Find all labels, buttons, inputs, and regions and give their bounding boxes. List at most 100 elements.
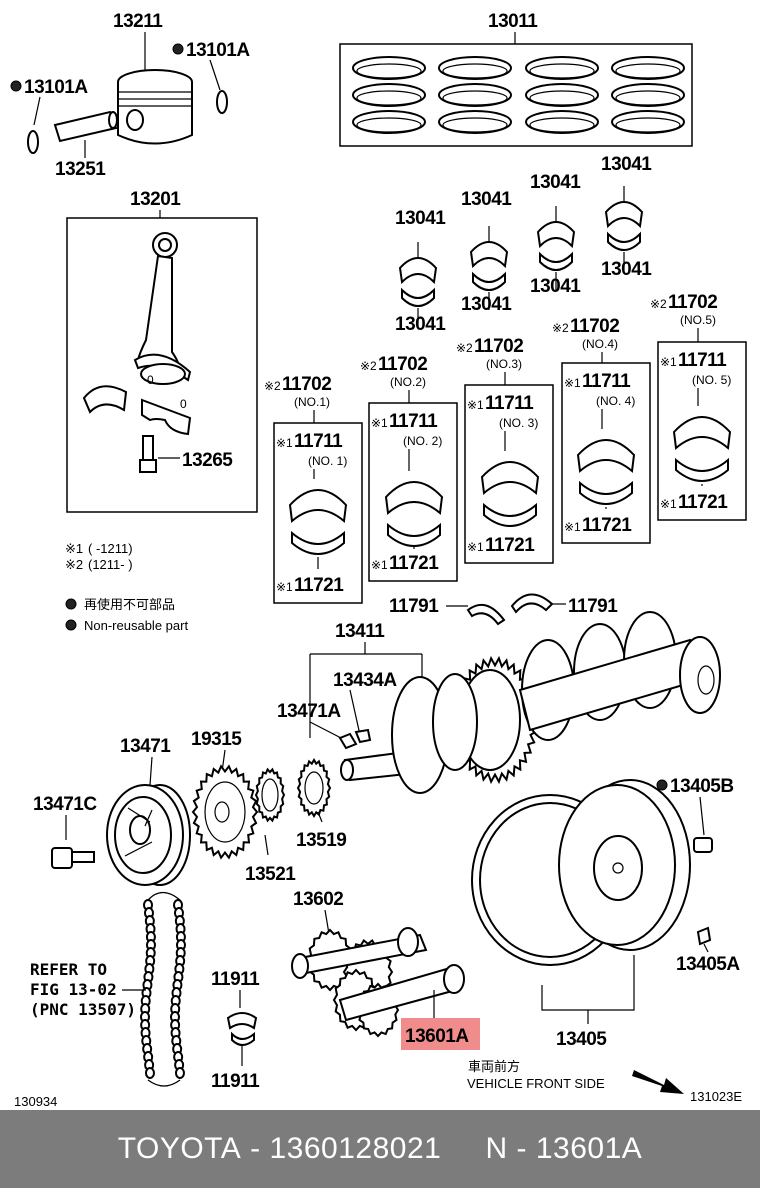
main-bearing-box bbox=[273, 422, 363, 604]
bearing-plug[interactable] bbox=[226, 1012, 258, 1046]
label-13041-a[interactable]: 13041 bbox=[395, 208, 447, 229]
flywheel[interactable] bbox=[558, 779, 691, 951]
label-11711: 11711 bbox=[582, 371, 631, 392]
flywheel-bolt[interactable] bbox=[693, 837, 713, 853]
label-13519[interactable]: 13519 bbox=[296, 830, 347, 851]
timing-chain-group: REFER TO FIG 13-02 (PNC 13507) bbox=[30, 891, 186, 1087]
timing-sprocket[interactable] bbox=[191, 764, 259, 860]
label-13101a-left[interactable]: 13101A bbox=[24, 77, 89, 98]
chain-link bbox=[144, 1067, 155, 1079]
crank-key[interactable] bbox=[354, 728, 372, 744]
label-11702-no: (NO.3) bbox=[486, 357, 522, 371]
piston[interactable] bbox=[117, 69, 193, 145]
main-bearing-upper-shell bbox=[384, 481, 444, 515]
label-11721: 11721 bbox=[582, 515, 632, 536]
rod-bearing-lower-shell bbox=[607, 231, 641, 251]
label-13405b[interactable]: 13405B bbox=[670, 776, 734, 797]
rod-cap[interactable] bbox=[141, 398, 192, 436]
label-13471c[interactable]: 13471C bbox=[33, 794, 98, 815]
ring-stacks[interactable] bbox=[352, 56, 685, 134]
main-bearing-upper-shell bbox=[672, 416, 732, 450]
label-19315[interactable]: 19315 bbox=[191, 729, 243, 750]
label-13041-d[interactable]: 13041 bbox=[461, 294, 513, 315]
label-11721: 11721 bbox=[389, 553, 439, 574]
label-13471a[interactable]: 13471A bbox=[277, 701, 342, 722]
rod-bearing-shells[interactable] bbox=[398, 186, 644, 326]
piston-ring bbox=[525, 56, 599, 80]
label-13011[interactable]: 13011 bbox=[488, 11, 539, 32]
balance-shaft-assembly[interactable] bbox=[291, 927, 465, 1038]
label-13602[interactable]: 13602 bbox=[293, 889, 344, 910]
piston-ring bbox=[611, 110, 685, 134]
thrust-washer-right[interactable] bbox=[510, 593, 554, 614]
label-11711-no: (NO. 5) bbox=[692, 373, 731, 387]
main-bearing-upper-shell bbox=[480, 461, 540, 495]
label-13411[interactable]: 13411 bbox=[335, 621, 386, 642]
non-reusable-dot bbox=[10, 80, 22, 92]
gear-13519[interactable] bbox=[296, 758, 332, 818]
snap-ring-right[interactable] bbox=[216, 90, 228, 114]
piston-ring bbox=[438, 56, 512, 80]
ring-inner bbox=[356, 117, 422, 133]
mark-1: ※1 bbox=[660, 497, 677, 511]
dowel-pin[interactable] bbox=[696, 926, 712, 946]
ring-inner bbox=[529, 63, 595, 79]
pulley-bolt[interactable] bbox=[51, 847, 95, 869]
label-13041-c[interactable]: 13041 bbox=[461, 189, 513, 210]
thrust-washers: 11791 11791 bbox=[389, 593, 619, 626]
mark-1: ※1 bbox=[467, 398, 484, 412]
main-bearing-box bbox=[464, 384, 554, 564]
label-13041-e[interactable]: 13041 bbox=[530, 172, 582, 193]
label-13405a[interactable]: 13405A bbox=[676, 954, 741, 975]
chain-loop bbox=[147, 891, 181, 1087]
timing-chain[interactable] bbox=[140, 891, 186, 1087]
label-13265[interactable]: 13265 bbox=[182, 450, 234, 471]
crankshaft-pulley[interactable] bbox=[106, 784, 191, 886]
label-13521[interactable]: 13521 bbox=[245, 864, 297, 885]
connecting-rod[interactable] bbox=[133, 232, 192, 385]
piston-ring bbox=[352, 110, 426, 134]
label-13405[interactable]: 13405 bbox=[556, 1029, 608, 1050]
label-13041-h[interactable]: 13041 bbox=[601, 259, 653, 280]
label-11711: 11711 bbox=[485, 393, 534, 414]
main-bearing-box bbox=[368, 402, 458, 582]
rod-bearing-upper-shell bbox=[469, 241, 509, 269]
snap-ring-left[interactable] bbox=[27, 130, 39, 154]
ring-inner bbox=[615, 117, 681, 133]
label-13201[interactable]: 13201 bbox=[130, 189, 182, 210]
thrust-washer-left[interactable] bbox=[466, 603, 506, 626]
woodruff-key[interactable] bbox=[338, 732, 358, 750]
ring-inner bbox=[356, 63, 422, 79]
main-bearing-lower-shell bbox=[579, 480, 633, 505]
rod-bearing-upper[interactable] bbox=[82, 385, 128, 414]
label-13251[interactable]: 13251 bbox=[55, 159, 107, 180]
timing-sprocket-inner bbox=[204, 781, 246, 843]
label-11702-no: (NO.1) bbox=[294, 395, 330, 409]
gear-13519-body bbox=[296, 758, 332, 818]
label-13101a-top[interactable]: 13101A bbox=[186, 40, 251, 61]
label-13434a[interactable]: 13434A bbox=[333, 670, 398, 691]
label-11702-no: (NO.4) bbox=[582, 337, 618, 351]
piston-pin[interactable] bbox=[53, 110, 118, 143]
crank-nose-end bbox=[340, 759, 354, 781]
label-11911-a[interactable]: 11911 bbox=[211, 969, 261, 990]
piston-ring bbox=[352, 83, 426, 107]
label-13471[interactable]: 13471 bbox=[120, 736, 172, 757]
rod-bolt[interactable] bbox=[139, 435, 157, 473]
label-13211[interactable]: 13211 bbox=[113, 11, 164, 32]
label-13041-g[interactable]: 13041 bbox=[601, 154, 653, 175]
mark-2: ※2 bbox=[552, 321, 569, 335]
footer-part-number: 1360128021 bbox=[269, 1132, 442, 1165]
label-13041-b[interactable]: 13041 bbox=[395, 314, 447, 335]
label-13601a[interactable]: 13601A bbox=[405, 1026, 470, 1047]
footer-bar: TOYOTA - 1360128021 N - 13601A bbox=[0, 1110, 760, 1188]
gear-13521[interactable] bbox=[254, 767, 286, 823]
balance-shaft-end bbox=[291, 953, 309, 979]
label-11911-b[interactable]: 11911 bbox=[211, 1071, 261, 1092]
label-11702: 11702 bbox=[474, 336, 523, 357]
main-bearing-lower-shell bbox=[291, 530, 345, 555]
label-11791-b[interactable]: 11791 bbox=[568, 596, 619, 617]
label-11791-a[interactable]: 11791 bbox=[389, 596, 440, 617]
crankshaft[interactable] bbox=[340, 611, 721, 794]
